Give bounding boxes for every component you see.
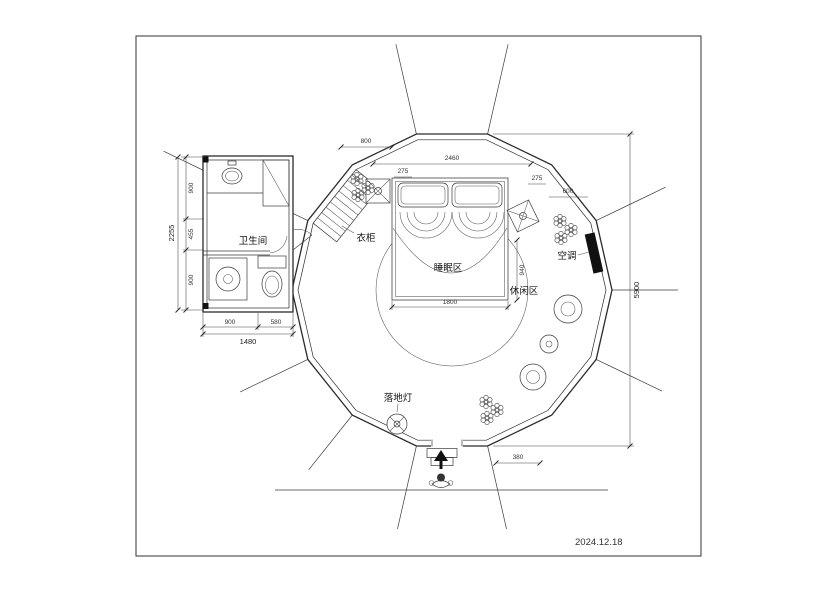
plant-right [553,213,578,246]
bathroom [202,155,313,313]
floor-lamp [386,403,408,435]
bathroom-door-leaf [292,234,313,251]
bathroom-cabinet [262,159,290,207]
bathroom-door-arc [292,229,313,236]
plant-bottom [479,394,504,426]
quilt-drape [392,227,508,274]
pillow-right [451,182,503,208]
dim-bottom-total: 1480 [240,337,257,346]
column-mark [202,303,209,309]
armchair-bottom [519,363,547,391]
dim-left [175,154,204,313]
dim-bed [389,237,520,310]
dim-top-800: 800 [361,138,372,145]
dim-bottom-seg2: 580 [271,319,282,326]
entrance [426,438,463,488]
label-wardrobe: 衣柜 [356,232,376,244]
sink [221,167,243,185]
dim-top-2460: 2460 [445,155,460,162]
side-table [539,334,559,354]
leisure-furniture [519,294,583,391]
dim-entry-width: 380 [513,454,524,461]
dim-top-275b: 275 [532,175,543,182]
column-mark [202,156,209,163]
toilet-bowl [261,270,283,298]
date-stamp: 2024.12.18 [575,537,623,548]
nightstand-right [506,199,540,233]
wardrobe-leader [341,225,355,234]
dim-top-275a: 275 [398,168,409,175]
label-floor-lamp: 落地灯 [384,392,413,404]
roof-radiating-lines [163,44,678,529]
toilet-tank [257,255,287,269]
partition-door-arc [269,235,288,254]
label-sleeping-area: 睡眠区 [434,262,463,274]
ac-unit [584,232,604,274]
label-bathroom: 卫生间 [239,235,268,247]
door-opening [431,438,463,448]
bed [391,177,509,301]
shower-drain [215,266,241,292]
drawing-border-frame [135,35,702,557]
dim-left-total: 2255 [167,225,176,242]
shower-tray [208,257,248,301]
label-leisure-area: 休闲区 [510,285,539,297]
armchair-top [553,294,583,324]
dim-left-seg2: 455 [188,228,195,239]
entry-arrow [434,450,448,461]
dim-bottom [200,313,296,337]
floor-lamp-leader [396,403,399,413]
faucet [227,160,237,166]
dim-right-total: 5900 [632,282,641,299]
dimensions: 900 455 900 2255 900 580 1480 5900 [167,131,641,466]
bathroom-inner-wall [206,159,290,309]
dim-left-seg1: 900 [188,182,195,193]
bathroom-outer-wall [202,155,294,313]
dim-entry [493,460,543,466]
quilt-fan-right [451,211,505,239]
label-ac: 空调 [557,250,576,262]
pillow-left [397,182,449,208]
ac-leader [577,251,590,256]
quilt-fan-left [399,211,453,239]
dim-left-seg3: 900 [188,274,195,285]
dim-top-chain [338,144,588,198]
dim-bottom-seg1: 900 [225,319,236,326]
person-figure [428,473,454,488]
dim-right [493,131,634,449]
dim-bed-width: 1800 [443,299,458,306]
dim-bed-depth: 940 [519,264,526,275]
dim-top-600: 600 [563,188,574,195]
